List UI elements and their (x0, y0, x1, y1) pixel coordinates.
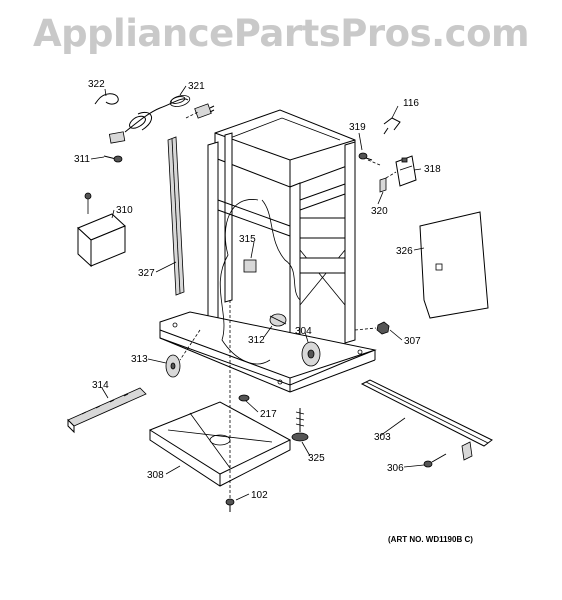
cabinet-frame (159, 109, 377, 393)
callout-labels: 116 319 318 320 322 321 311 310 327 315 … (74, 79, 441, 501)
part-307-nut (376, 321, 390, 335)
part-116-clip (383, 117, 401, 135)
callout-306: 306 (387, 463, 404, 474)
part-322-clip (94, 93, 119, 105)
part-319-screw (358, 152, 373, 161)
callout-321: 321 (188, 81, 205, 92)
part-308-tray (148, 401, 292, 487)
callout-217: 217 (260, 409, 277, 420)
callout-320: 320 (371, 206, 388, 217)
part-320-bracket (379, 177, 387, 193)
callout-322: 322 (88, 79, 105, 90)
watermark: AppliancePartsPros.com (32, 12, 530, 55)
part-311-screw (103, 155, 123, 163)
part-326-panel (419, 211, 489, 319)
callout-311: 311 (74, 154, 90, 165)
part-306-screw (423, 453, 447, 468)
part-318-switch (395, 155, 417, 187)
callout-318: 318 (424, 164, 441, 175)
part-102-screw (225, 498, 235, 512)
callout-315: 315 (239, 234, 256, 245)
part-303-rail (360, 379, 493, 461)
part-217-washer (238, 394, 250, 402)
callout-308: 308 (147, 470, 164, 481)
callout-313: 313 (131, 354, 148, 365)
part-310-cover (77, 192, 126, 268)
part-325-foot (291, 408, 309, 442)
callout-310: 310 (116, 205, 133, 216)
callout-307: 307 (404, 336, 421, 347)
callout-303: 303 (374, 432, 391, 443)
callout-314: 314 (92, 380, 109, 391)
leader-lines (90, 85, 425, 501)
part-314-rail (67, 387, 147, 434)
art-number: (ART NO. WD1190B C) (388, 535, 473, 544)
callout-319: 319 (349, 122, 366, 133)
callout-327: 327 (138, 268, 155, 279)
part-327-strip (167, 136, 185, 296)
part-321-power-cord (108, 95, 215, 144)
callout-304: 304 (295, 326, 312, 337)
callout-116: 116 (403, 98, 419, 109)
callout-312: 312 (248, 335, 265, 346)
callout-326: 326 (396, 246, 413, 257)
part-313-wheel (165, 354, 181, 378)
callout-325: 325 (308, 453, 325, 464)
callout-102: 102 (251, 490, 268, 501)
